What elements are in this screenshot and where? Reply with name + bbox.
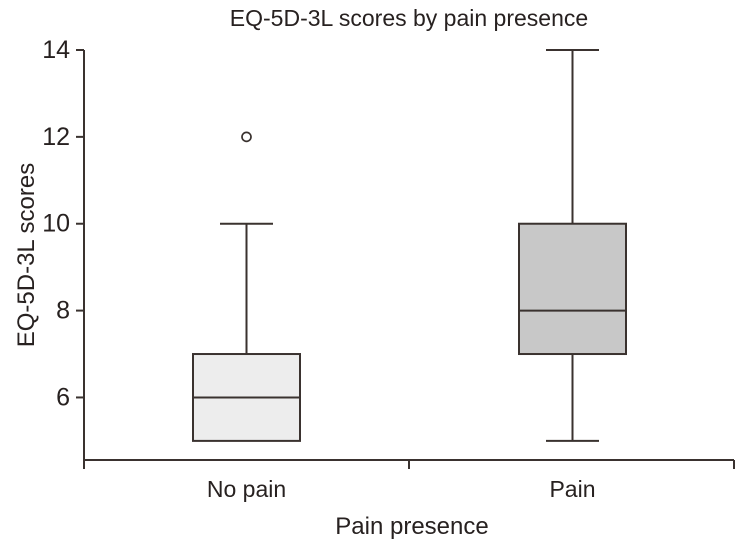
- box-rect: [518, 222, 627, 356]
- y-tick-label: 10: [42, 210, 70, 238]
- chart-title: EQ-5D-3L scores by pain presence: [230, 5, 588, 31]
- x-axis-title: Pain presence: [335, 513, 488, 540]
- y-tick-label: 8: [56, 297, 70, 325]
- category-label: No pain: [207, 476, 286, 502]
- plot-area: 6 8 10 12 14 No pain Pain: [42, 36, 735, 502]
- y-tick-label: 12: [42, 123, 70, 151]
- y-tick-label: 6: [56, 383, 70, 411]
- outlier-point: [241, 131, 252, 143]
- category-label: Pain: [549, 476, 595, 502]
- y-tick-label: 14: [42, 36, 70, 64]
- y-axis-title: EQ-5D-3L scores: [13, 163, 40, 348]
